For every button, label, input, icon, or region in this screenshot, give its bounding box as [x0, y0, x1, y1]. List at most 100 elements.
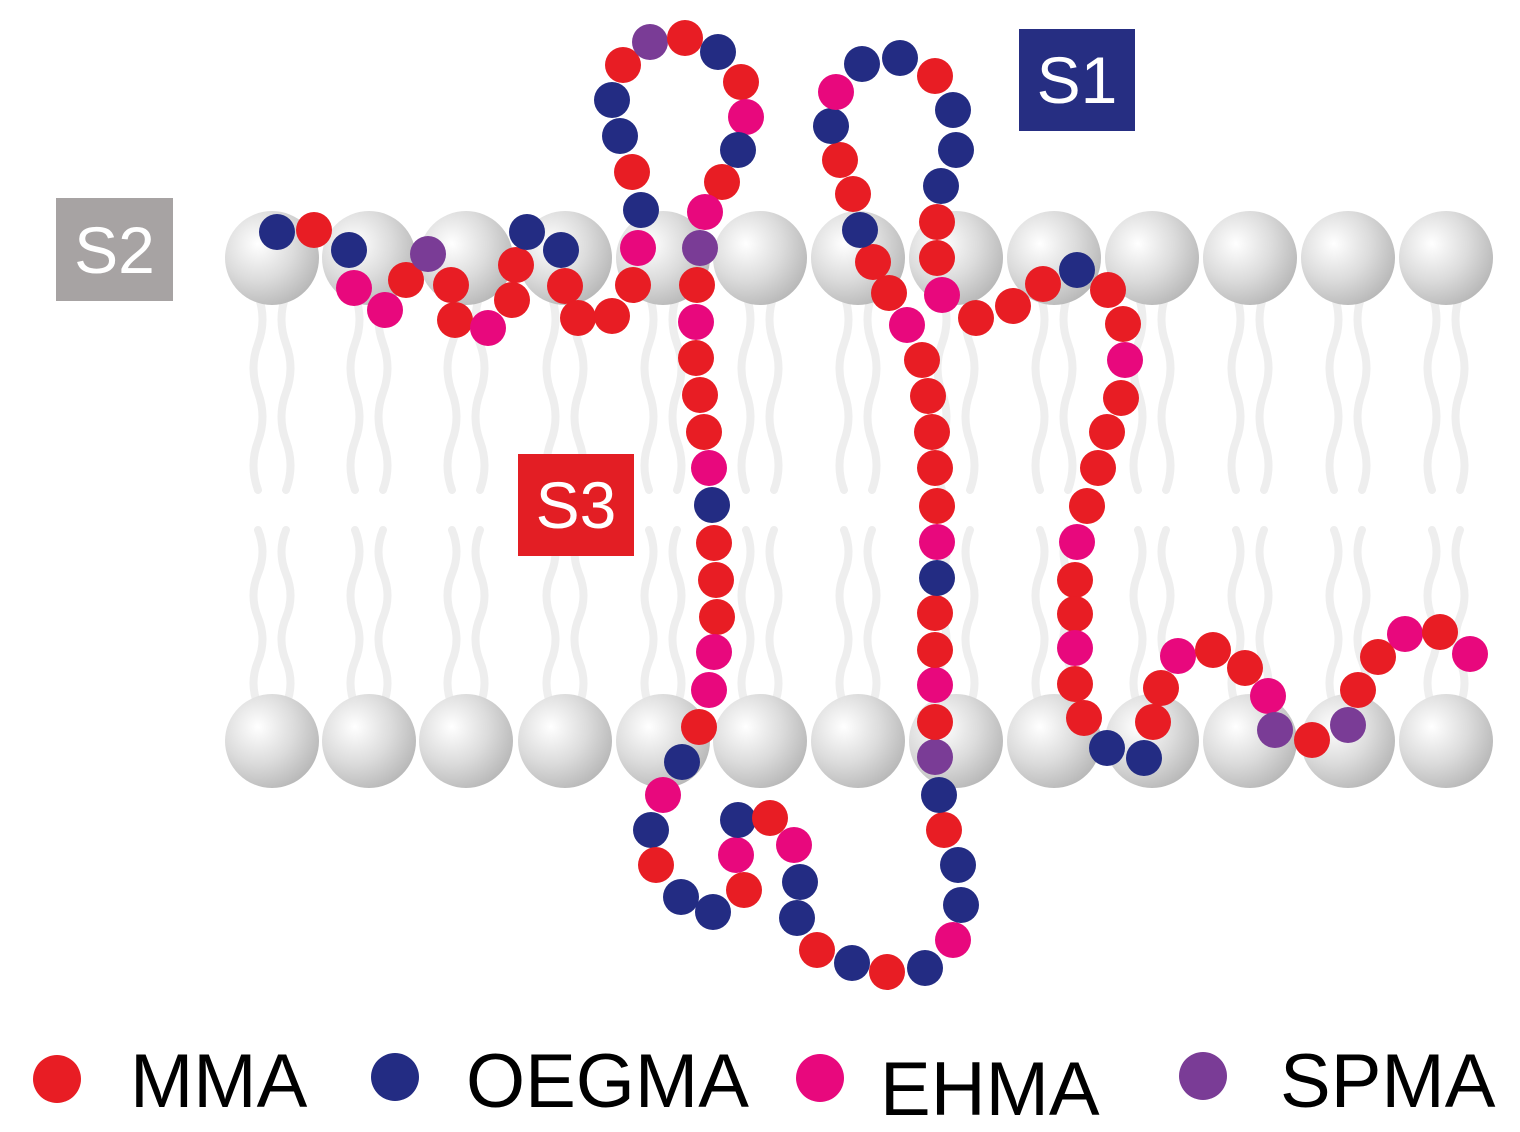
bead-mma: [995, 288, 1031, 324]
bead-mma: [686, 414, 722, 450]
bead-ehma: [336, 270, 372, 306]
bead-mma: [1066, 700, 1102, 736]
bead-ehma: [691, 672, 727, 708]
bead-mma: [917, 58, 953, 94]
bead-oegma: [844, 46, 880, 82]
bead-mma: [726, 872, 762, 908]
bead-mma: [799, 932, 835, 968]
segment-label-s3: S3: [518, 454, 634, 556]
lipid-tail-upper: [1428, 295, 1437, 490]
lipid-head-lower: [419, 694, 513, 788]
legend-label-mma: MMA: [130, 1042, 307, 1122]
bead-oegma: [623, 192, 659, 228]
lipid-tail-upper: [868, 295, 877, 490]
bead-oegma: [834, 945, 870, 981]
bead-oegma: [594, 82, 630, 118]
lipid-head-lower: [1399, 694, 1493, 788]
bead-mma: [1340, 672, 1376, 708]
bead-mma: [752, 800, 788, 836]
bead-ehma: [917, 667, 953, 703]
bead-mma: [433, 267, 469, 303]
bead-mma: [494, 282, 530, 318]
bead-ehma: [924, 277, 960, 313]
bead-ehma: [367, 292, 403, 328]
lipid-tail-upper: [1456, 295, 1465, 490]
bead-ehma: [935, 922, 971, 958]
bead-oegma: [509, 214, 545, 250]
bead-mma: [1089, 414, 1125, 450]
bead-mma: [682, 377, 718, 413]
bead-oegma: [921, 777, 957, 813]
lipid-head-lower: [225, 694, 319, 788]
lipid-tail-lower: [1330, 530, 1339, 705]
lipid-tail-lower: [840, 530, 849, 705]
bead-ehma: [620, 230, 656, 266]
bead-mma: [560, 300, 596, 336]
bead-mma: [1227, 650, 1263, 686]
bead-spma: [1257, 712, 1293, 748]
lipid-tail-upper: [1260, 295, 1269, 490]
bead-ehma: [470, 310, 506, 346]
lipid-tail-upper: [1330, 295, 1339, 490]
segment-label-s2: S2: [56, 198, 173, 301]
bead-mma: [699, 599, 735, 635]
bead-ehma: [1250, 678, 1286, 714]
bead-mma: [1025, 266, 1061, 302]
bead-mma: [679, 267, 715, 303]
bead-mma: [904, 342, 940, 378]
lipid-head-upper: [1203, 211, 1297, 305]
legend-label-oegma: OEGMA: [466, 1042, 749, 1122]
bead-oegma: [935, 92, 971, 128]
bead-ehma: [687, 194, 723, 230]
bead-oegma: [907, 950, 943, 986]
lipid-tail-upper: [840, 295, 849, 490]
bead-mma: [678, 340, 714, 376]
bead-oegma: [782, 864, 818, 900]
bead-mma: [1103, 380, 1139, 416]
bead-spma: [917, 739, 953, 775]
bead-oegma: [940, 847, 976, 883]
polymer-chain: [259, 20, 1488, 990]
bead-oegma: [779, 900, 815, 936]
bead-oegma: [331, 232, 367, 268]
bead-mma: [1069, 488, 1105, 524]
bead-ehma: [818, 74, 854, 110]
bead-mma: [667, 20, 703, 56]
bead-mma: [917, 632, 953, 668]
bead-mma: [871, 275, 907, 311]
bead-mma: [1294, 722, 1330, 758]
lipid-tail-upper: [1064, 295, 1073, 490]
lipid-tail-lower: [868, 530, 877, 705]
bead-ehma: [1160, 638, 1196, 674]
bead-mma: [696, 525, 732, 561]
bead-mma: [615, 267, 651, 303]
bead-mma: [1422, 614, 1458, 650]
lipid-tail-upper: [1036, 295, 1045, 490]
lipid-tail-upper: [742, 295, 751, 490]
legend-dot-oegma: [371, 1053, 419, 1101]
bead-mma: [919, 488, 955, 524]
lipid-tail-lower: [254, 530, 263, 705]
lipid-tail-lower: [742, 530, 751, 705]
bead-ehma: [696, 634, 732, 670]
lipid-tail-upper: [254, 295, 263, 490]
bead-mma: [594, 298, 630, 334]
lipid-tail-upper: [1358, 295, 1367, 490]
bead-mma: [910, 378, 946, 414]
bead-mma: [498, 247, 534, 283]
lipid-tail-lower: [448, 530, 457, 705]
lipid-tail-lower: [379, 530, 388, 705]
bead-spma: [682, 230, 718, 266]
lipid-head-lower: [518, 694, 612, 788]
bead-mma: [1057, 596, 1093, 632]
bead-oegma: [700, 34, 736, 70]
bead-ehma: [889, 307, 925, 343]
bead-mma: [855, 244, 891, 280]
lipid-head-upper: [713, 211, 807, 305]
bead-oegma: [694, 487, 730, 523]
lipid-heads: [225, 211, 1493, 788]
bead-mma: [917, 704, 953, 740]
bead-oegma: [1059, 252, 1095, 288]
lipid-tail-upper: [1232, 295, 1241, 490]
